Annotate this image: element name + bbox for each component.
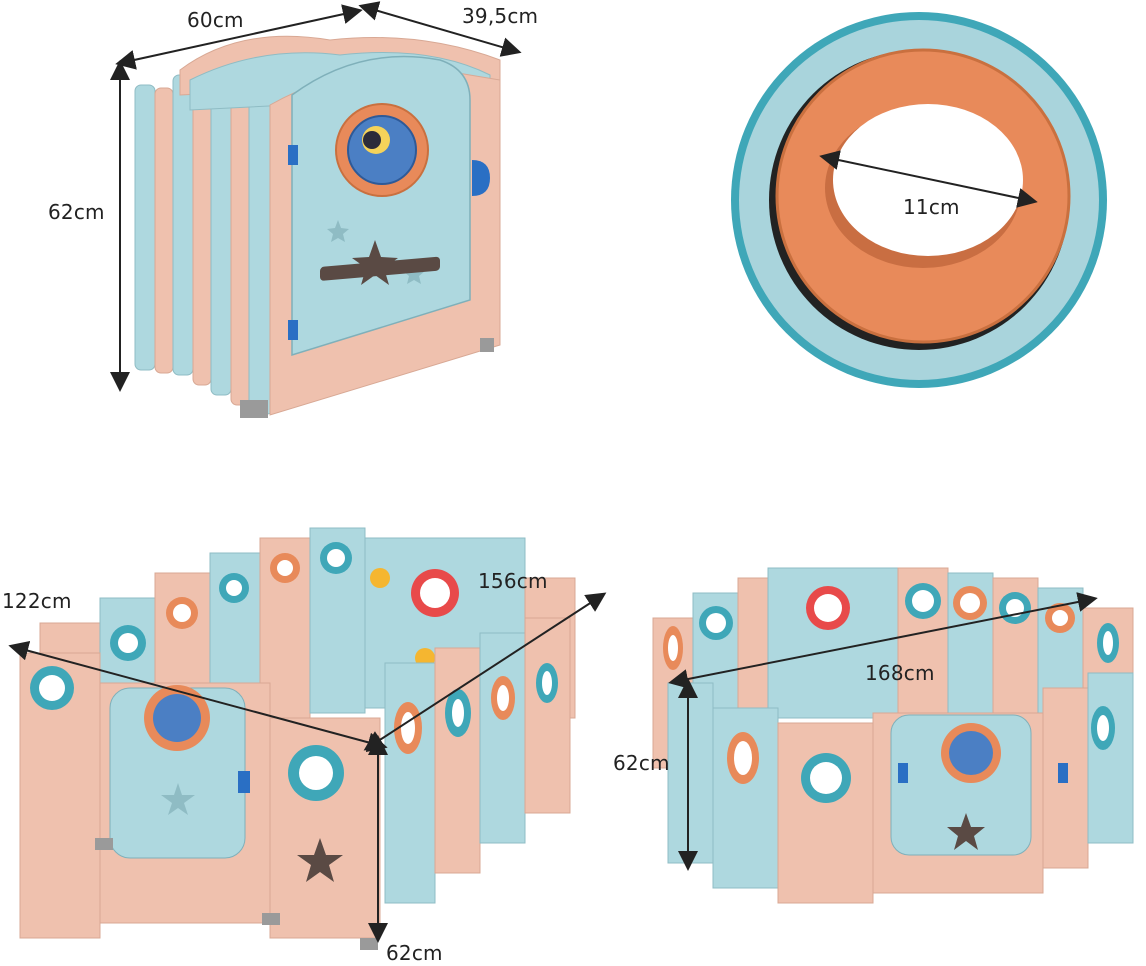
ring-inner-dimension-arrow [819,150,1038,208]
depth-dimension-arrow [358,1,522,57]
round-diameter-dimension-arrow [668,592,1098,689]
round-diameter-label: 168cm [865,661,935,685]
rect-width-label: 122cm [2,589,72,613]
round-setup-illustration [652,567,1134,904]
folded-playpen-view: 60cm 39,5cm 62cm [0,0,573,483]
folded-height-label: 62cm [48,200,105,224]
ring-inner-label: 11cm [903,195,960,219]
rect-length-dimension-arrow [363,592,607,751]
rect-length-label: 156cm [478,569,548,593]
rect-width-dimension-arrow [8,640,388,753]
folded-width-label: 60cm [187,8,244,32]
folded-depth-label: 39,5cm [462,4,539,28]
folded-panel-stack [134,35,501,418]
folded-playpen-illustration [110,1,522,418]
rectangular-setup-illustration [8,527,607,950]
round-height-label: 62cm [613,751,670,775]
width-dimension-arrow [115,4,363,70]
rect-height-label: 62cm [386,941,443,965]
round-setup-view: 168cm 62cm [573,483,1146,966]
rectangular-setup-view: 122cm 156cm 62cm [0,483,607,966]
ring-hole [833,104,1023,256]
ring-detail-illustration [731,12,1107,388]
ring-detail-view: 11cm [573,0,1146,483]
